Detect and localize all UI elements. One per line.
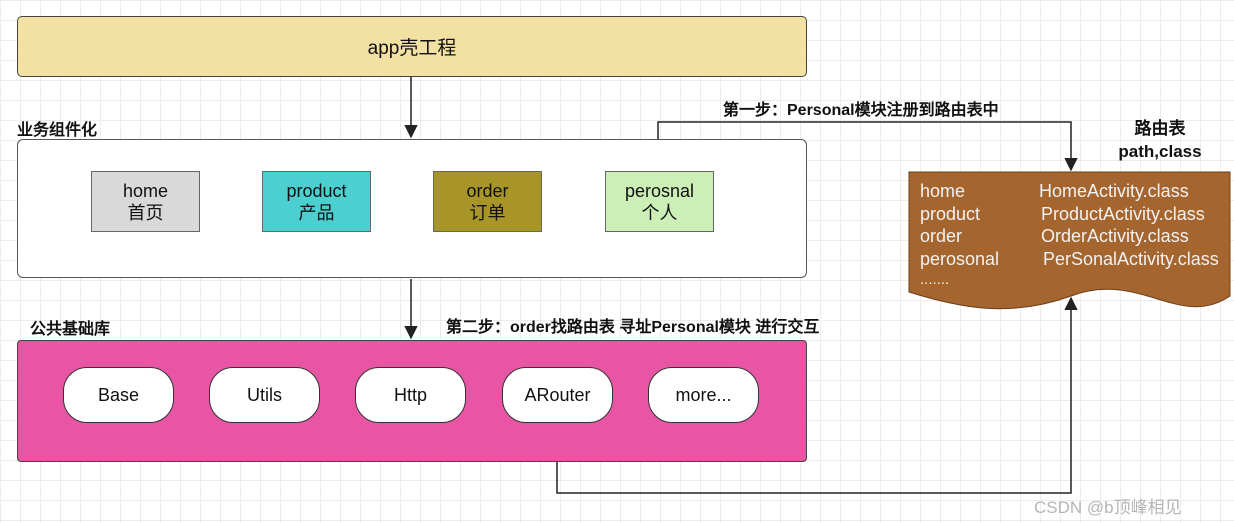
route-table-title: 路由表 path,class — [1100, 117, 1220, 163]
module-home-en: home — [122, 180, 169, 201]
step-one-label: 第一步：Personal模块注册到路由表中 — [723, 102, 999, 119]
route-table-subtitle: path,class — [1118, 142, 1202, 161]
module-personal: perosnal 个人 — [605, 171, 714, 232]
route-row-order-class: OrderActivity.class — [1041, 226, 1189, 246]
module-order: order 订单 — [433, 171, 542, 232]
library-section-label: 公共基础库 — [30, 321, 111, 338]
module-product-en: product — [286, 180, 347, 201]
route-row-product-path: product — [920, 204, 981, 224]
route-row-personal-path: perosonal — [920, 249, 1000, 269]
route-row-order-path: order — [920, 226, 963, 246]
module-personal-zh: 个人 — [641, 202, 678, 223]
route-row-personal-class: PerSonalActivity.class — [1043, 249, 1219, 269]
csdn-watermark: CSDN @b顶峰相见 — [1034, 498, 1182, 517]
route-row-ellipsis: ....... — [920, 271, 950, 288]
module-home-zh: 首页 — [127, 202, 164, 223]
library-item-base: Base — [63, 367, 174, 423]
module-order-zh: 订单 — [469, 202, 506, 223]
route-row-home-class: HomeActivity.class — [1039, 181, 1189, 201]
route-row-product-class: ProductActivity.class — [1041, 204, 1205, 224]
module-personal-en: perosnal — [624, 180, 695, 201]
app-shell-label: app壳工程 — [367, 38, 457, 59]
library-item-arouter: ARouter — [502, 367, 613, 423]
library-item-utils: Utils — [209, 367, 320, 423]
step-two-label: 第二步：order找路由表 寻址Personal模块 进行交互 — [446, 319, 820, 336]
business-section-label: 业务组件化 — [17, 122, 98, 139]
library-item-more: more... — [648, 367, 759, 423]
library-item-http: Http — [355, 367, 466, 423]
module-product-zh: 产品 — [298, 202, 335, 223]
app-shell-box: app壳工程 — [17, 16, 807, 77]
module-home: home 首页 — [91, 171, 200, 232]
module-order-en: order — [466, 180, 509, 201]
route-row-home-path: home — [920, 181, 966, 201]
route-table-document-shape — [908, 171, 1231, 310]
route-table-title-text: 路由表 — [1134, 119, 1186, 138]
module-product: product 产品 — [262, 171, 371, 232]
